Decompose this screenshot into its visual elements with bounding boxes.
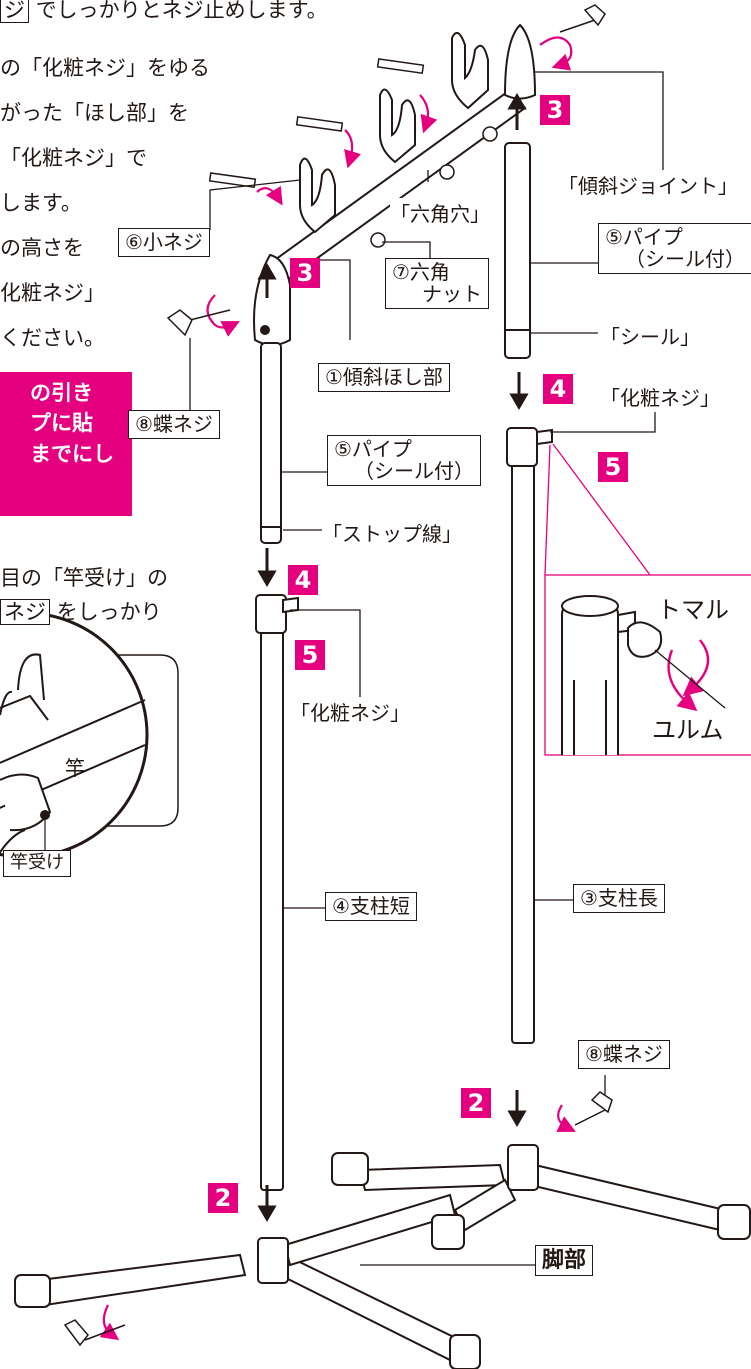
label-rokkaku-nut: ⑦六角 ナット bbox=[385, 258, 489, 309]
label-seal: 「シール」 bbox=[600, 321, 700, 350]
detail-rod-holder bbox=[0, 653, 146, 855]
label-keisha-hoshibu: ①傾斜ほし部 bbox=[318, 363, 450, 392]
label-pipe-right: ⑤パイプ （シール付） bbox=[598, 223, 751, 274]
instruction-line-1-rest: でしっかりとネジ止めします。 bbox=[35, 0, 328, 22]
label-kesho-neji-left: 「化粧ネジ」 bbox=[290, 697, 410, 726]
label-rokkaku-nut-1: ⑦六角 bbox=[392, 260, 450, 284]
leader-lines bbox=[189, 71, 664, 1266]
pink-note-line-1: の引き bbox=[30, 381, 93, 405]
para3-line-2-rest: をしっかり bbox=[56, 600, 162, 624]
step-5-right: 5 bbox=[598, 452, 628, 482]
pink-note-line-2: プに貼 bbox=[30, 411, 93, 436]
label-chou-neji-left: ⑧蝶ネジ bbox=[128, 410, 220, 439]
label-yurumu: ユルム bbox=[652, 716, 724, 744]
label-pipe-right-2: （シール付） bbox=[625, 247, 745, 272]
step-3-left: 3 bbox=[290, 258, 320, 288]
label-shichu-tan: ④支柱短 bbox=[325, 892, 417, 921]
chou-neji-right bbox=[574, 1091, 613, 1126]
label-stop-line: 「ストップ線」 bbox=[322, 518, 462, 547]
left-pipe bbox=[260, 342, 282, 544]
label-pipe-left: ⑤パイプ （シール付） bbox=[327, 435, 481, 486]
para2-line-1: の高さを bbox=[0, 236, 84, 260]
para2-line-2: 化粧ネジ」 bbox=[0, 281, 105, 305]
step-4-right: 4 bbox=[543, 374, 573, 404]
para1-line-3: 「化粧ネジ」で bbox=[0, 146, 147, 170]
label-rokkaku-ana: 「六角穴」 bbox=[390, 198, 490, 227]
right-pipe bbox=[504, 142, 531, 359]
instruction-line-1: ジ でしっかりとネジ止めします。 bbox=[0, 0, 328, 23]
direction-arrows bbox=[257, 93, 529, 1222]
label-sao-uke: 竿受け bbox=[3, 850, 71, 877]
step-5-left: 5 bbox=[295, 640, 325, 670]
left-base bbox=[14, 1193, 481, 1369]
label-sao: 竿 bbox=[65, 756, 85, 780]
label-ko-neji: ⑥小ネジ bbox=[118, 228, 210, 257]
step-3-right: 3 bbox=[540, 95, 570, 125]
detail-inset-frame bbox=[0, 654, 179, 827]
label-keisha-joint: 「傾斜ジョイント」 bbox=[558, 170, 738, 199]
chou-neji-bottom-left bbox=[63, 1319, 126, 1347]
step-4-left: 4 bbox=[288, 565, 318, 595]
right-post bbox=[506, 427, 553, 1044]
label-rokkaku-nut-2: ナット bbox=[422, 282, 482, 307]
inline-boxed-neji: ネジ bbox=[0, 599, 50, 625]
ko-neji-screws bbox=[208, 58, 425, 189]
label-kyakubu: 脚部 bbox=[535, 1245, 594, 1277]
label-shichu-cho: ③支柱長 bbox=[573, 884, 665, 913]
para1-line-1: の「化粧ネジ」をゆる bbox=[0, 56, 210, 80]
left-post bbox=[255, 594, 299, 1191]
label-pipe-right-1: ⑤パイプ bbox=[605, 225, 683, 249]
label-tomaru: トマル bbox=[657, 596, 729, 624]
step-2-right: 2 bbox=[461, 1088, 491, 1118]
label-pipe-left-1: ⑤パイプ bbox=[334, 437, 412, 461]
label-kesho-neji-right: 「化粧ネジ」 bbox=[600, 382, 720, 411]
keisha-hoshibu-part bbox=[253, 23, 537, 346]
step-2-left: 2 bbox=[208, 1183, 238, 1213]
right-base bbox=[331, 1144, 751, 1250]
magnified-clamp bbox=[561, 595, 663, 755]
para1-line-4: します。 bbox=[0, 191, 82, 215]
para3-line-2: ネジ をしっかり bbox=[0, 599, 162, 625]
pink-note-line-3: までにし bbox=[30, 441, 114, 466]
chou-neji-top bbox=[559, 4, 606, 33]
para1-line-2: がった「ほし部」を bbox=[0, 101, 189, 125]
rotation-arrows bbox=[99, 36, 576, 1341]
para3-line-1: 目の「竿受け」の bbox=[0, 566, 168, 590]
rokkaku-nuts bbox=[370, 126, 498, 248]
label-pipe-left-2: （シール付） bbox=[354, 459, 474, 484]
pink-note-box: の引き プに貼 までにし bbox=[0, 372, 132, 516]
chou-neji-left bbox=[166, 309, 231, 337]
tomaru-yurumu-arrows bbox=[654, 639, 726, 712]
inline-boxed-ji: ジ bbox=[0, 0, 29, 23]
para2-line-3: ください。 bbox=[0, 326, 105, 350]
label-chou-neji-right: ⑧蝶ネジ bbox=[578, 1040, 670, 1069]
